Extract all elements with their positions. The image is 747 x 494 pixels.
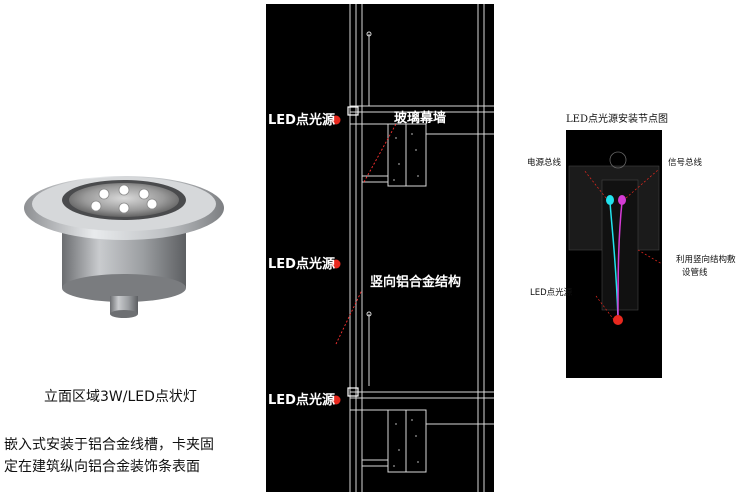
node-led-dot	[613, 315, 623, 325]
label-node-led: LED点光源	[530, 288, 573, 298]
label-led-2: LED点光源	[268, 256, 335, 272]
node-detail-drawing	[566, 130, 662, 378]
led-dot-2	[331, 259, 341, 269]
label-routing-line-2: 设管线	[682, 268, 708, 278]
node-detail-title: LED点光源安装节点图	[566, 114, 668, 125]
label-power-bus: 电源总线	[527, 158, 562, 168]
label-led-1: LED点光源	[268, 112, 335, 128]
led-dot-1	[331, 115, 341, 125]
led-dot-3	[331, 395, 341, 405]
label-led-3: LED点光源	[268, 392, 335, 408]
led-fixture-image	[24, 176, 224, 318]
product-caption: 立面区域3W/LED点状灯	[44, 389, 197, 405]
label-routing: 利用竖向结构敷 设管线	[676, 254, 736, 280]
label-routing-line-1: 利用竖向结构敷	[676, 255, 736, 265]
description-line-2: 定在建筑纵向铝合金装饰条表面	[4, 459, 200, 475]
product-description: 嵌入式安装于铝合金线槽，卡夹固 定在建筑纵向铝合金装饰条表面	[4, 434, 214, 478]
label-vertical-aluminum: 竖向铝合金结构	[370, 274, 461, 290]
label-curtain-wall: 玻璃幕墙	[394, 110, 446, 126]
label-signal-bus: 信号总线	[668, 158, 703, 168]
description-line-1: 嵌入式安装于铝合金线槽，卡夹固	[4, 437, 214, 453]
elevation-section-drawing: LED点光源 LED点光源 LED点光源 玻璃幕墙 竖向铝合金结构	[266, 4, 494, 492]
